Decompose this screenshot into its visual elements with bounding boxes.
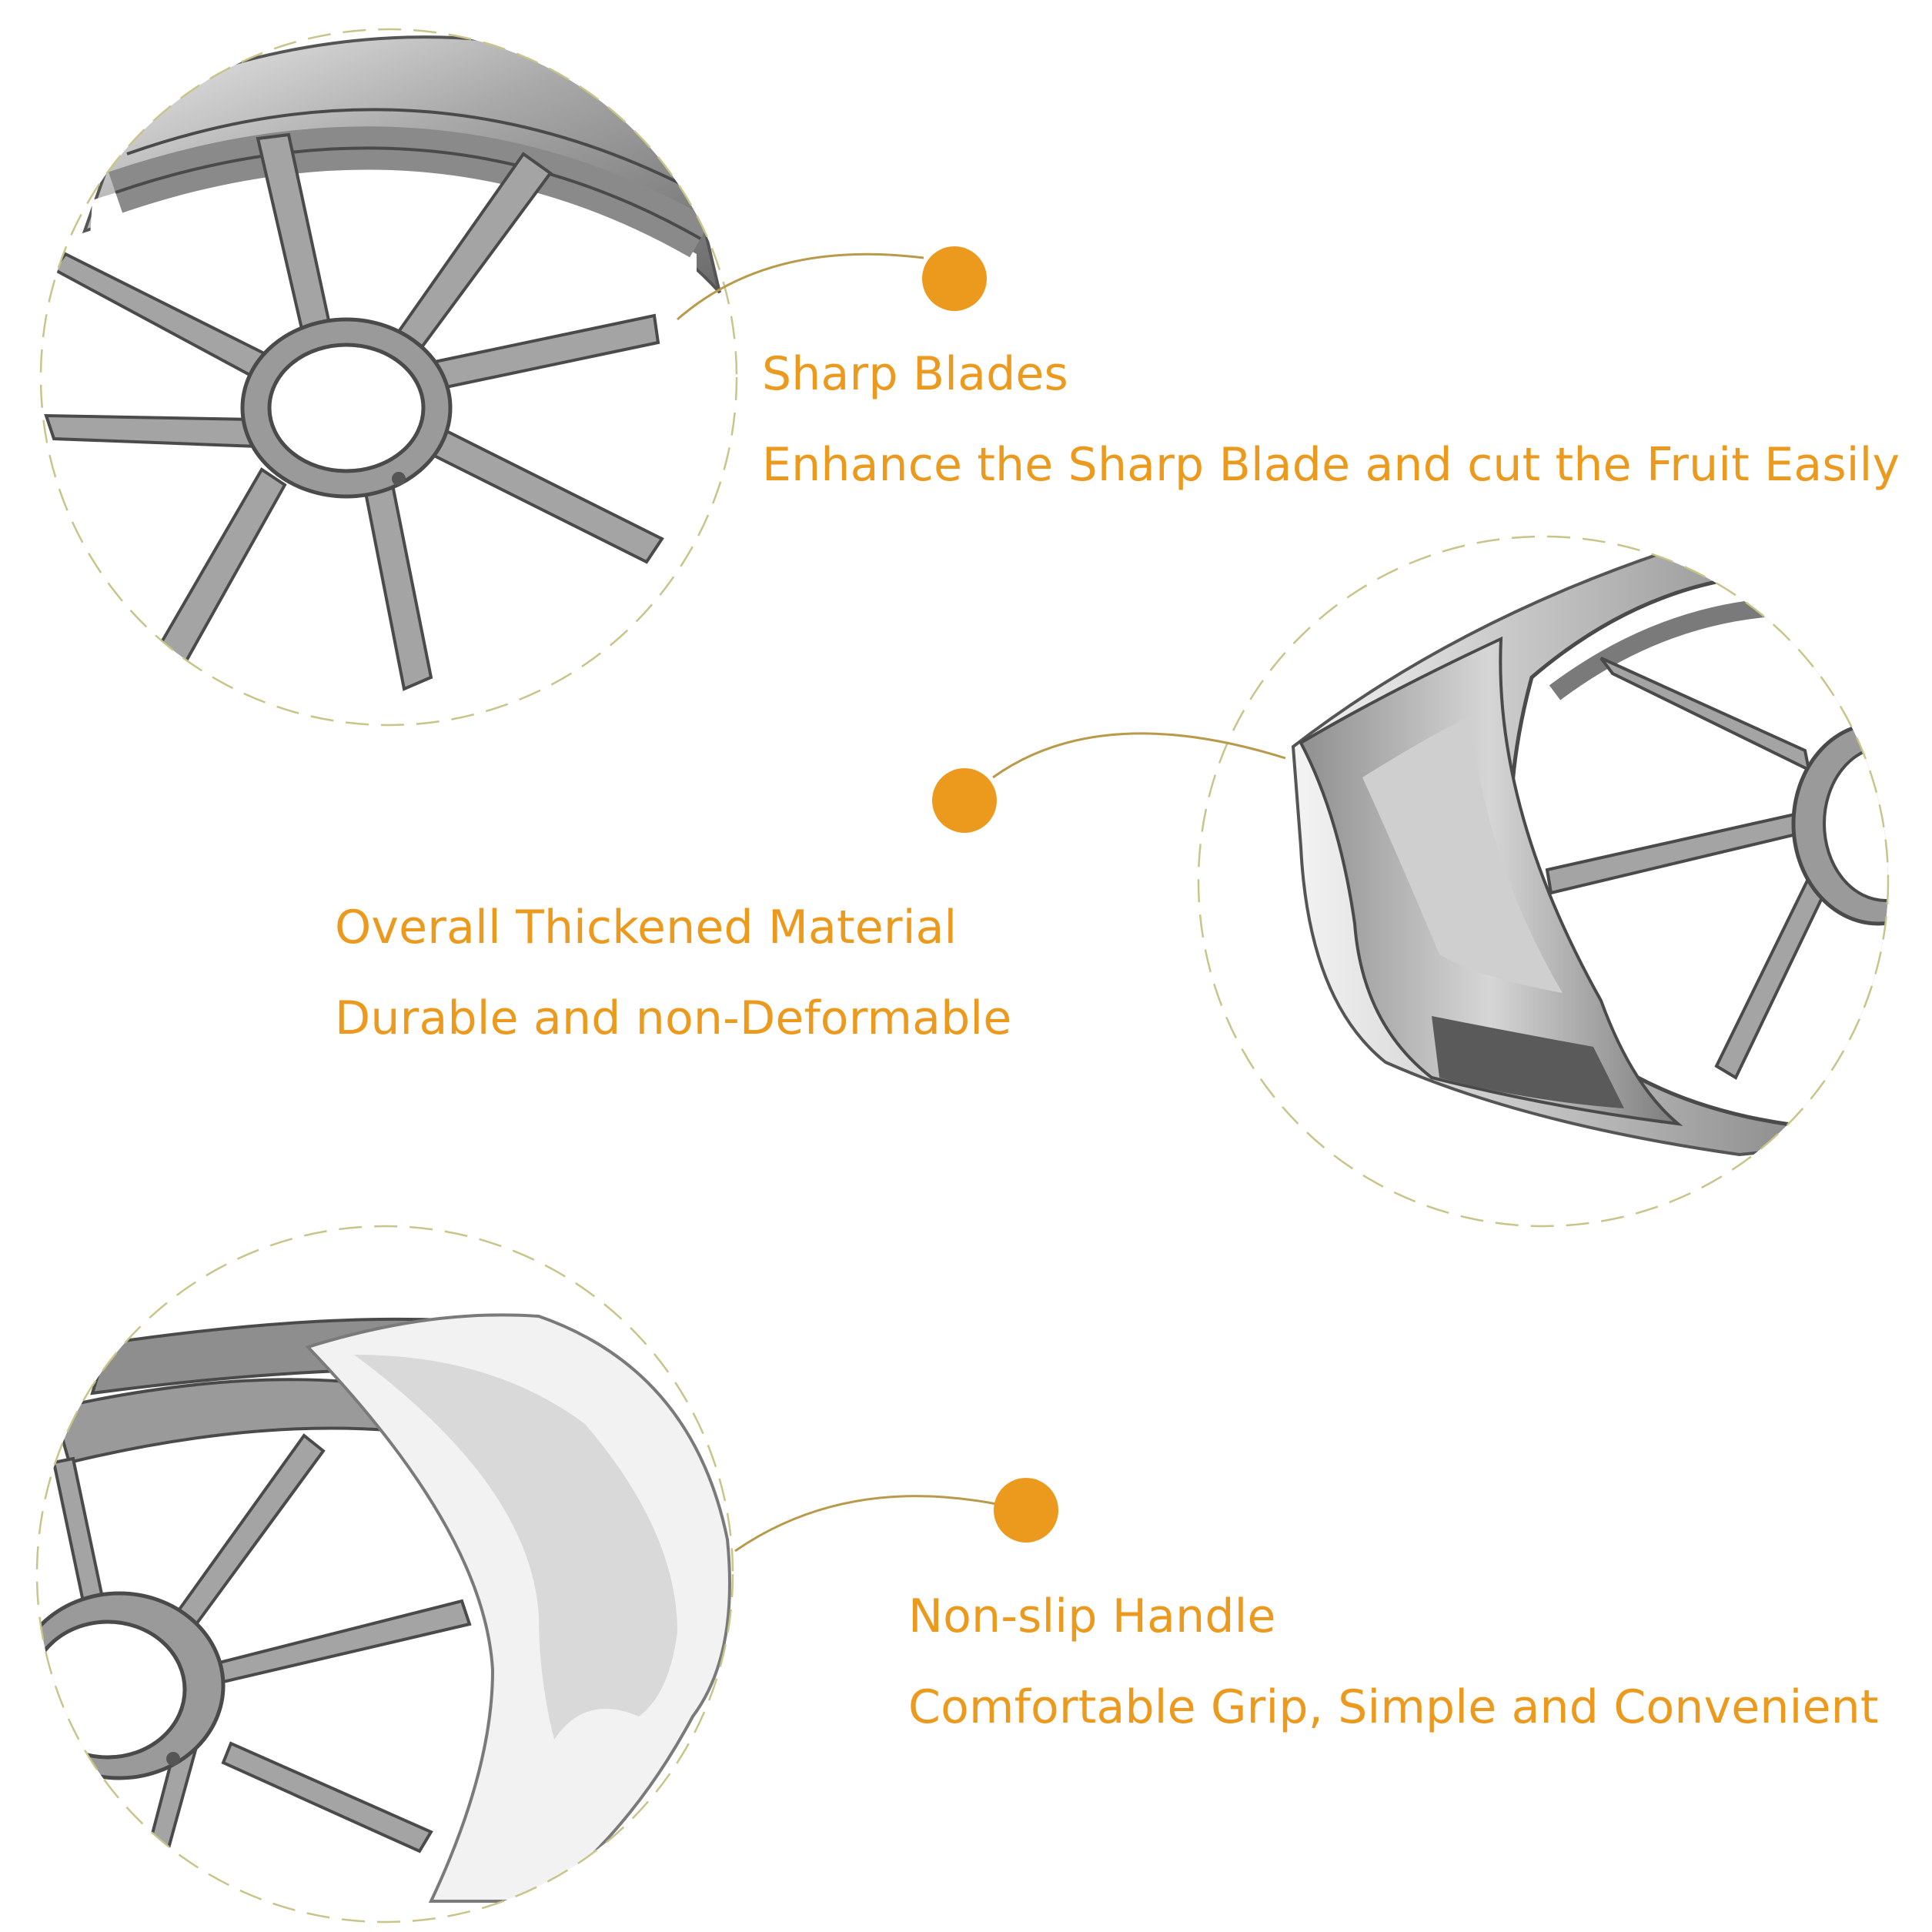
leader-line-grip — [734, 1495, 1001, 1553]
leader-line-thick — [992, 732, 1286, 779]
feature-description: Enhance the Sharp Blade and cut the Frui… — [762, 438, 1900, 492]
leader-line-sharp — [677, 252, 924, 321]
feature-title: Sharp Blades — [762, 347, 1068, 401]
marker-dot-grip — [994, 1478, 1058, 1543]
marker-dot-sharp — [922, 246, 987, 311]
frame-closeup-image — [1197, 535, 1890, 1228]
marker-dot-thick — [932, 768, 997, 833]
handle-closeup-image — [35, 1225, 734, 1924]
feature-title: Overall Thickened Material — [335, 901, 958, 954]
feature-description: Comfortable Grip, Simple and Convenient — [908, 1680, 1879, 1734]
feature-non-slip-handle: Non-slip Handle Comfortable Grip, Simple… — [908, 1593, 1879, 1730]
feature-thickened-material: Overall Thickened Material Durable and n… — [335, 904, 1011, 1041]
feature-sharp-blades: Sharp Blades Enhance the Sharp Blade and… — [762, 351, 1900, 488]
feature-title: Non-slip Handle — [908, 1589, 1276, 1643]
blades-closeup-image — [39, 28, 738, 727]
feature-description: Durable and non-Deformable — [335, 991, 1012, 1045]
